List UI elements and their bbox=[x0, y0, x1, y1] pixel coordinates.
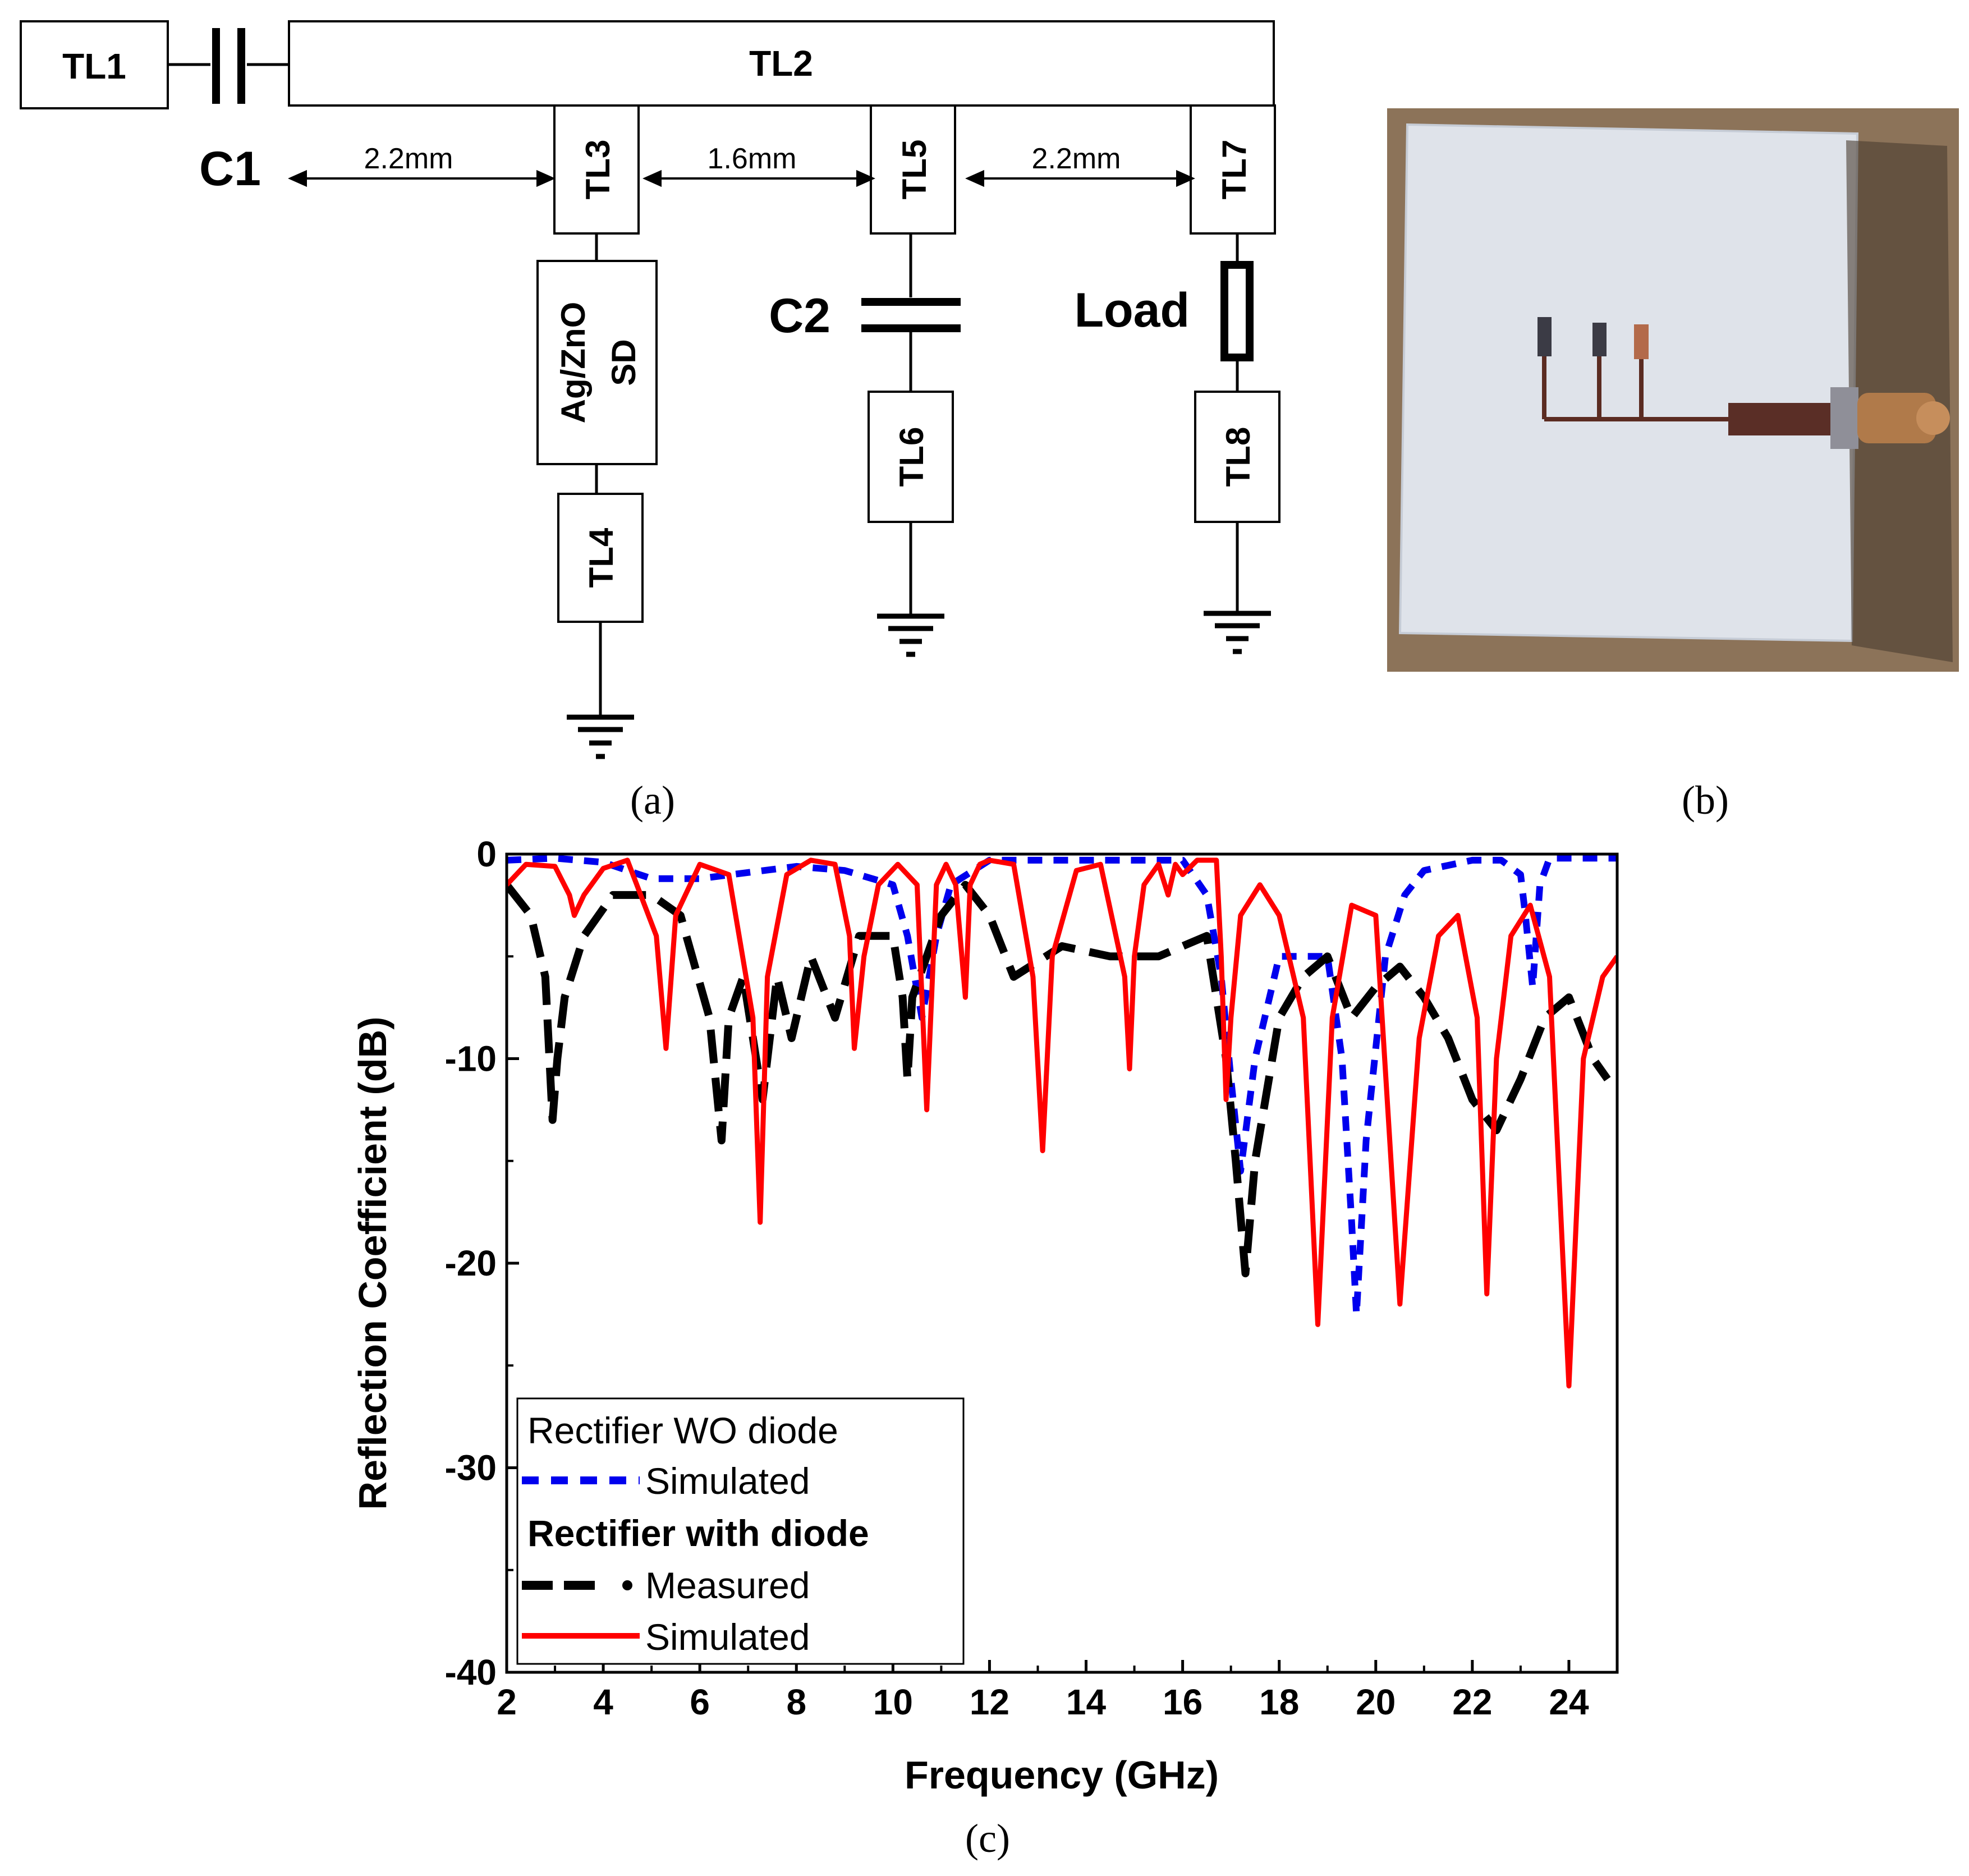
ground-symbol-2 bbox=[877, 613, 944, 657]
y-axis-label: Reflection Coefficient (dB) bbox=[351, 1017, 394, 1510]
legend-group-wo-diode: Rectifier WO diode bbox=[527, 1410, 838, 1451]
feed-line bbox=[1728, 403, 1838, 435]
panel-label-c: (c) bbox=[965, 1816, 1010, 1861]
capacitor-c1-label: C1 bbox=[199, 142, 261, 196]
dimension-arrow-2 bbox=[642, 169, 875, 187]
x-tick-label: 10 bbox=[873, 1682, 913, 1722]
block-tl7 bbox=[1190, 104, 1276, 235]
y-tick-label: 0 bbox=[476, 834, 497, 874]
series-simulated-with-diode bbox=[507, 857, 1617, 1389]
block-tl1-label: TL1 bbox=[62, 46, 126, 86]
dimension-label-2: 1.6mm bbox=[708, 143, 797, 175]
series-measured-with-diode bbox=[507, 880, 1611, 1278]
legend-group-with-diode: Rectifier with diode bbox=[527, 1512, 869, 1554]
diode-component bbox=[1537, 317, 1552, 356]
load-component bbox=[1634, 324, 1649, 359]
y-tick-label: -20 bbox=[445, 1243, 497, 1283]
ground-symbol-1 bbox=[567, 714, 634, 759]
dimension-arrow-3 bbox=[965, 169, 1195, 187]
block-tl7-label: TL7 bbox=[1215, 140, 1253, 200]
fabricated-rectifier-photo bbox=[1387, 108, 1959, 672]
x-tick-label: 16 bbox=[1163, 1682, 1202, 1722]
panel-label-b: (b) bbox=[1682, 778, 1729, 823]
x-tick-label: 24 bbox=[1549, 1682, 1589, 1722]
panel-label-a: (a) bbox=[630, 778, 675, 823]
block-tl2-label: TL2 bbox=[749, 43, 813, 84]
x-tick-label: 12 bbox=[970, 1682, 1009, 1722]
legend-item-simulated-wo: Simulated bbox=[645, 1460, 810, 1502]
x-tick-label: 2 bbox=[497, 1682, 517, 1722]
block-tl5-label: TL5 bbox=[896, 140, 933, 200]
rectifier-schematic: TL1 TL2 C1 2.2mm 1.6mm 2.2mm TL3 bbox=[20, 20, 1280, 759]
block-tl6-label: TL6 bbox=[893, 427, 930, 487]
x-tick-label: 18 bbox=[1259, 1682, 1299, 1722]
series-simulated-wo-diode bbox=[507, 855, 1617, 1318]
sma-connector bbox=[1857, 393, 1936, 443]
dimension-label-1: 2.2mm bbox=[364, 143, 453, 175]
connector-flange bbox=[1830, 387, 1858, 449]
y-tick-label: -40 bbox=[445, 1652, 497, 1692]
legend-item-simulated-with: Simulated bbox=[645, 1616, 810, 1658]
diode-label-line1: Ag/ZnO bbox=[554, 302, 592, 424]
ground-symbol-3 bbox=[1204, 611, 1271, 654]
load-label: Load bbox=[1075, 283, 1190, 337]
block-tl4-label: TL4 bbox=[582, 528, 620, 588]
dimension-arrow-1 bbox=[288, 169, 556, 187]
x-tick-label: 14 bbox=[1066, 1682, 1107, 1722]
block-tl5 bbox=[870, 104, 956, 235]
dimension-label-3: 2.2mm bbox=[1032, 143, 1121, 175]
x-tick-label: 4 bbox=[593, 1682, 613, 1722]
legend-item-measured: Measured bbox=[645, 1565, 810, 1606]
x-tick-label: 6 bbox=[690, 1682, 710, 1722]
x-axis-label: Frequency (GHz) bbox=[905, 1753, 1219, 1797]
substrate-board bbox=[1398, 123, 1859, 643]
legend-swatch-measured-dot bbox=[622, 1580, 632, 1590]
legend-box bbox=[516, 1397, 965, 1665]
x-tick-label: 20 bbox=[1356, 1682, 1396, 1722]
x-tick-label: 8 bbox=[786, 1682, 806, 1722]
capacitor-component bbox=[1592, 323, 1607, 356]
chart-legend: Rectifier WO diode Simulated Rectifier w… bbox=[516, 1397, 965, 1665]
block-tl2 bbox=[288, 20, 1275, 107]
load-resistor bbox=[1220, 261, 1254, 361]
block-tl3-label: TL3 bbox=[579, 140, 617, 200]
block-tl8-label: TL8 bbox=[1219, 427, 1257, 487]
diode-label-line2: SD bbox=[605, 339, 642, 386]
x-tick-label: 22 bbox=[1452, 1682, 1492, 1722]
capacitor-c2-label: C2 bbox=[769, 289, 830, 343]
y-tick-label: -10 bbox=[445, 1039, 497, 1079]
y-tick-label: -30 bbox=[445, 1448, 497, 1488]
